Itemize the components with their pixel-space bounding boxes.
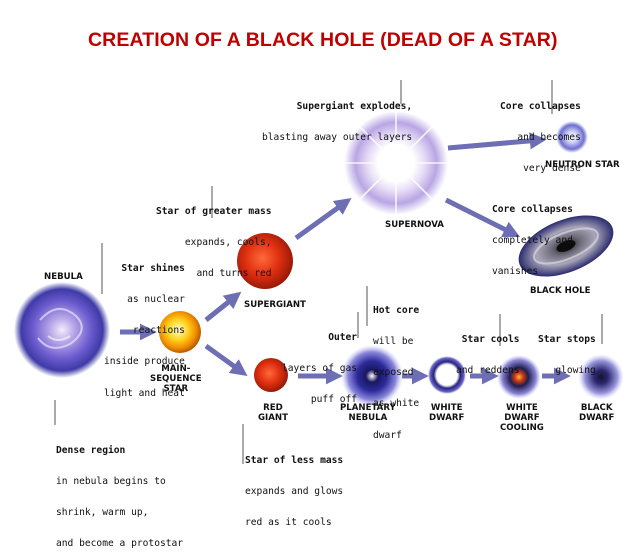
label-supernova: SUPERNOVA: [385, 220, 444, 230]
note-star-shines: Star shines as nuclear reactions inside …: [104, 262, 185, 399]
nebula-cloud: [14, 282, 110, 378]
label-nebula: NEBULA: [44, 272, 83, 282]
main-sequence-star: [159, 311, 201, 353]
label-planetary-nebula: PLANETARY NEBULA: [340, 403, 396, 423]
label-red-giant: RED GIANT: [258, 403, 288, 423]
note-supergiant-explodes: Supergiant explodes, blasting away outer…: [262, 100, 413, 144]
label-supergiant: SUPERGIANT: [244, 300, 306, 310]
flow-arrows: [120, 132, 571, 385]
label-main-sequence: MAIN- SEQUENCE STAR: [150, 364, 202, 394]
note-star-less-mass: Star of less mass expands and glows red …: [245, 454, 344, 529]
note-star-greater-mass: Star of greater mass expands, cools, and…: [156, 205, 272, 280]
arrow-main-to-redgiant: [204, 343, 248, 376]
note-star-cools: Star cools and reddens: [456, 333, 520, 377]
arrow-supernova-to-neutron: [447, 132, 547, 151]
arrow-supernova-to-blackhole: [444, 197, 521, 238]
label-neutron-star: NEUTRON STAR: [545, 160, 620, 170]
page-title: CREATION OF A BLACK HOLE (DEAD OF A STAR…: [88, 29, 558, 51]
arrow-supergiant-to-supernova: [294, 198, 352, 241]
lifecycle-diagram: [14, 80, 624, 464]
supernova-burst: [343, 110, 449, 216]
supergiant-star: [237, 233, 293, 289]
note-core-collapses-vanishes: Core collapses completely and vanishes: [492, 203, 573, 278]
note-core-collapses-dense: Core collapses and becomes very dense: [500, 100, 581, 175]
red-giant-star: [254, 358, 288, 392]
label-black-dwarf: BLACK DWARF: [579, 403, 615, 423]
white-dwarf-star: [428, 356, 466, 394]
note-hot-core: Hot core will be exposed as white dwarf: [373, 304, 420, 441]
label-white-dwarf: WHITE DWARF: [429, 403, 465, 423]
note-outer-layers: Outer layers of gas puff off: [282, 331, 358, 406]
arrow-main-to-supergiant: [204, 291, 242, 322]
planetary-nebula: [341, 345, 403, 407]
leader-lines: [54, 80, 603, 464]
label-white-dwarf-cooling: WHITE DWARF COOLING: [500, 403, 544, 433]
neutron-star: [556, 121, 588, 153]
black-dwarf-star: [578, 354, 624, 400]
black-hole-disk: [518, 215, 614, 277]
label-black-hole: BLACK HOLE: [530, 286, 591, 296]
note-star-stops: Star stops glowing: [538, 333, 596, 377]
note-dense-region: Dense region in nebula begins to shrink,…: [56, 444, 184, 550]
white-dwarf-cooling-star: [497, 355, 541, 399]
